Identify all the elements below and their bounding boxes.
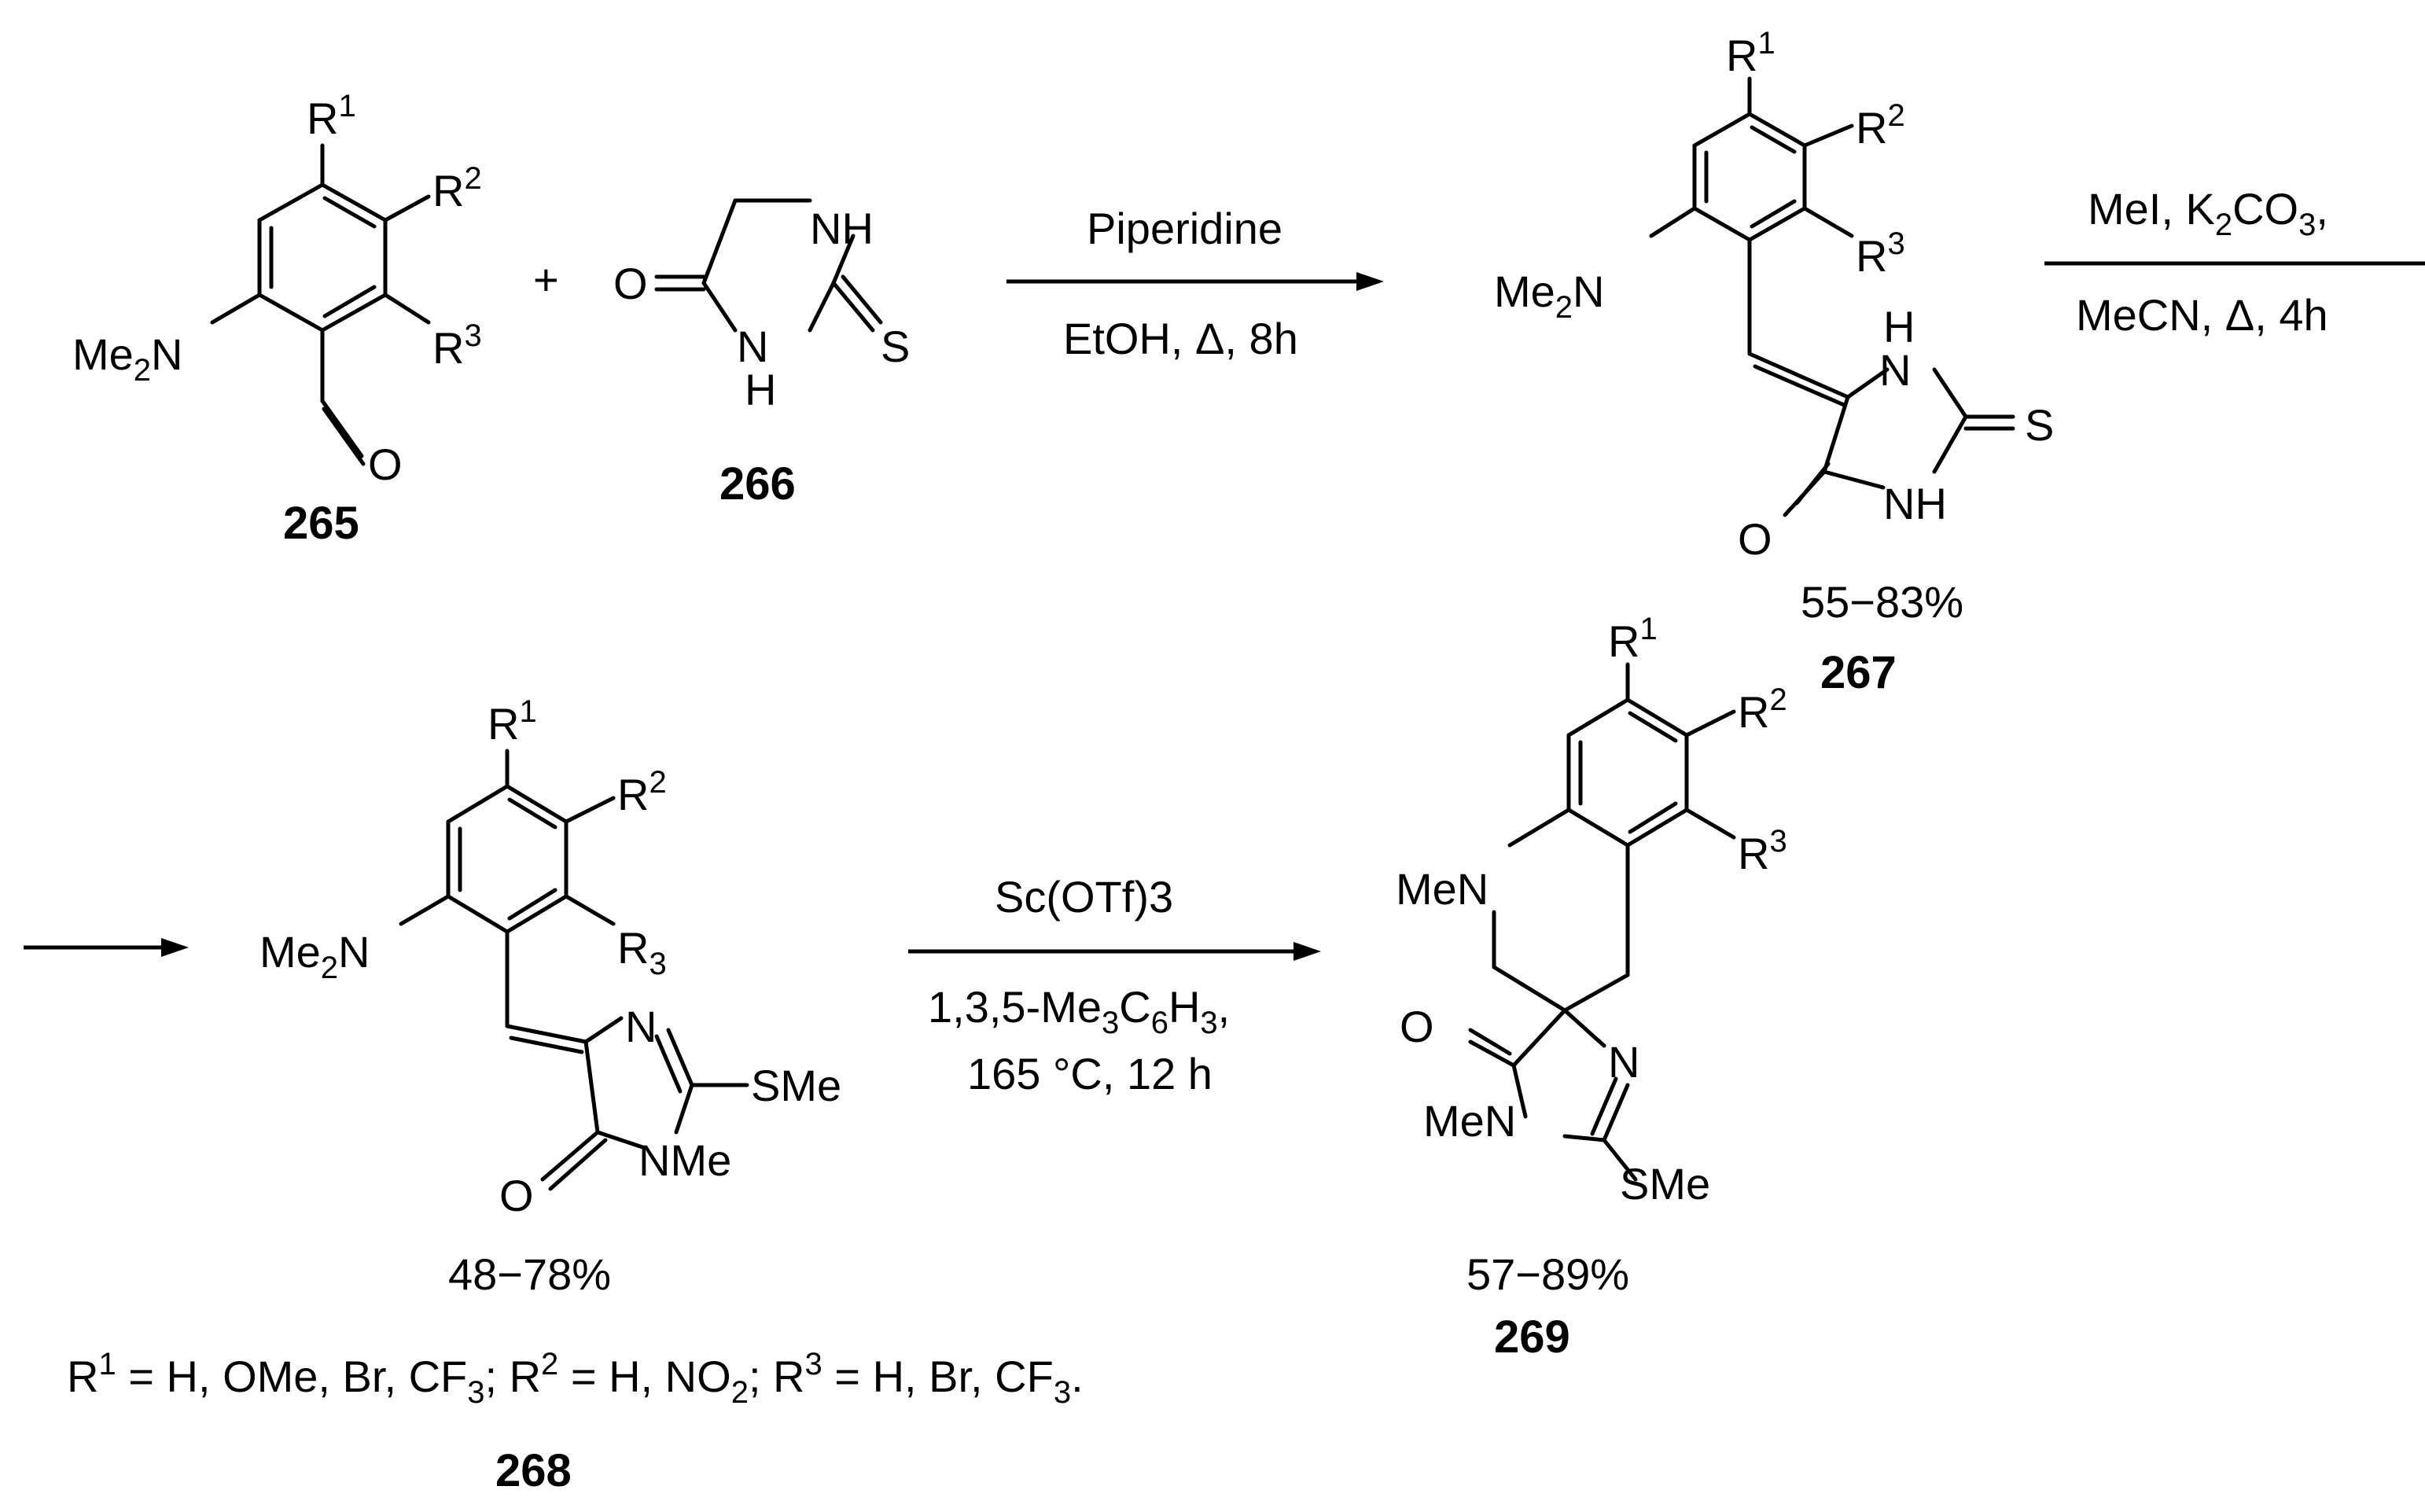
step2-reagent: MeI, K2CO3, — [2088, 184, 2328, 242]
step3-conditions-2: 165 °C, 12 h — [967, 1049, 1212, 1098]
compound-267-r3: R3 — [1856, 226, 1905, 281]
compound-265-bonds — [210, 143, 431, 466]
compound-267: R1 R2 R3 Me2N H N S NH O 55−83% 267 — [1494, 26, 2054, 698]
compound-265-aldehyde-o: O — [368, 440, 403, 489]
step2-arrow-continuation — [24, 938, 189, 957]
step1-reagent: Piperidine — [1087, 204, 1282, 253]
compound-268-sme: SMe — [751, 1061, 841, 1110]
compound-267-r1: R1 — [1726, 26, 1776, 80]
compound-265: R1 R2 R3 Me2N O 265 — [72, 89, 482, 549]
compound-265-r3: R3 — [432, 318, 482, 373]
compound-269-label: 269 — [1494, 1312, 1570, 1363]
compound-266-label: 266 — [719, 458, 796, 510]
compound-268-r3: R3 — [617, 923, 667, 981]
step3-reagent: Sc(OTf)3 — [995, 872, 1173, 922]
compound-267-yield: 55−83% — [1801, 577, 1963, 627]
compound-265-label: 265 — [283, 498, 359, 549]
compound-268-r1: R1 — [488, 694, 537, 749]
compound-266-n: N — [737, 322, 768, 371]
compound-267-n: N — [1879, 345, 1911, 395]
compound-265-r1: R1 — [307, 89, 356, 143]
compound-267-s: S — [2025, 400, 2054, 450]
compound-269-sme: SMe — [1620, 1159, 1710, 1208]
step1-arrow — [1006, 272, 1384, 291]
step2-conditions: MeCN, Δ, 4h — [2076, 290, 2328, 340]
compound-268-nme: NMe — [638, 1135, 731, 1185]
compound-269-bonds — [1468, 662, 1736, 1182]
compound-266-bonds — [654, 198, 883, 333]
compound-268-o: O — [499, 1171, 534, 1220]
compound-267-nh: NH — [1883, 479, 1947, 528]
compound-267-o: O — [1738, 514, 1772, 564]
compound-266-nh-top: NH — [810, 204, 874, 253]
compound-268: R1 R2 R3 Me2N N SMe NMe O 48−78% 268 — [259, 694, 841, 1496]
compound-265-r2: R2 — [432, 161, 482, 215]
compound-269-men-imid: MeN — [1423, 1096, 1516, 1146]
compound-269-men-ring: MeN — [1396, 864, 1488, 914]
compound-267-r2: R2 — [1856, 98, 1905, 153]
compound-269-r1: R1 — [1608, 612, 1658, 666]
step3-arrow — [908, 942, 1321, 961]
compound-266-s: S — [881, 322, 910, 371]
compound-269-n: N — [1608, 1037, 1639, 1087]
compound-268-label: 268 — [495, 1445, 572, 1496]
compound-268-n: N — [625, 1002, 657, 1051]
compound-266: NH O N H S 266 — [613, 198, 910, 510]
compound-267-bonds — [1649, 76, 2015, 517]
compound-267-label: 267 — [1820, 647, 1897, 698]
compound-268-r2: R2 — [617, 765, 667, 819]
compound-269-yield: 57−89% — [1466, 1249, 1629, 1299]
substituents-legend: R1 = H, OMe, Br, CF3; R2 = H, NO2; R3 = … — [67, 1347, 1084, 1410]
plus-sign: + — [533, 255, 559, 304]
compound-268-bonds — [399, 749, 749, 1191]
compound-269: R1 R2 R3 MeN O N MeN SMe 57−89% 269 — [1396, 612, 1787, 1363]
compound-269-o: O — [1400, 1002, 1434, 1051]
compound-267-nme2: Me2N — [1494, 267, 1605, 325]
compound-266-h: H — [745, 365, 776, 414]
compound-266-o: O — [613, 259, 648, 308]
step1-conditions: EtOH, Δ, 8h — [1063, 314, 1298, 363]
compound-268-nme2: Me2N — [259, 927, 370, 985]
step3-conditions-1: 1,3,5-Me3C6H3, — [928, 982, 1230, 1040]
compound-268-yield: 48−78% — [448, 1249, 611, 1299]
compound-269-r3: R3 — [1738, 824, 1787, 878]
compound-267-h: H — [1883, 302, 1915, 351]
compound-265-nme2: Me2N — [72, 329, 183, 388]
compound-269-r2: R2 — [1738, 682, 1787, 737]
